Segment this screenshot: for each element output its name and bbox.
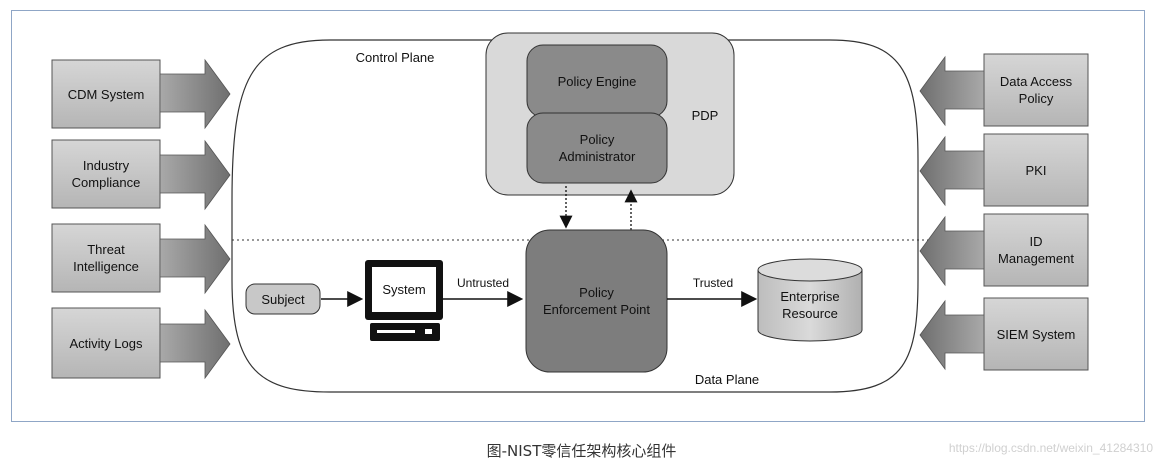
policy-engine-label: Policy Engine (557, 73, 637, 89)
left-input-cdm-label: CDM System (67, 86, 145, 102)
left-box-activity (51, 307, 161, 379)
computer-icon (365, 260, 443, 341)
right-arrow-1 (919, 55, 985, 127)
left-box-threat (51, 223, 161, 293)
right-inputs (919, 53, 1089, 371)
policy-administrator-label: Policy Administrator (558, 132, 636, 164)
right-input-data-access-label: Data Access Policy (999, 74, 1073, 106)
left-input-activity-label: Activity Logs (69, 335, 143, 351)
right-box-id (983, 213, 1089, 287)
pep-label: Policy Enforcement Point (543, 285, 650, 317)
data-plane-label: Data Plane (694, 371, 760, 387)
left-arrow-4 (159, 308, 231, 380)
untrusted-label: Untrusted (456, 275, 510, 290)
left-inputs (51, 58, 231, 380)
left-box-industry (51, 139, 161, 209)
right-arrow-2 (919, 135, 985, 207)
right-box-siem (983, 297, 1089, 371)
subject-label: Subject (261, 291, 305, 307)
left-arrow-2 (159, 139, 231, 211)
left-box-cdm (51, 59, 161, 129)
right-box-pki (983, 133, 1089, 207)
system-label: System (382, 282, 426, 297)
right-input-pki-label: PKI (1025, 162, 1047, 178)
left-arrow-3 (159, 223, 231, 295)
watermark-url: https://blog.csdn.net/weixin_41284310 (948, 441, 1153, 455)
right-input-siem-label: SIEM System (996, 326, 1076, 342)
policy-administrator-box (526, 112, 668, 184)
enterprise-resource-label: Enterprise Resource (780, 289, 840, 321)
left-arrow-1 (159, 58, 231, 130)
pep-box (525, 229, 668, 373)
right-arrow-4 (919, 299, 985, 371)
control-plane-label: Control Plane (355, 49, 435, 65)
left-input-industry-label: Industry Compliance (71, 158, 141, 190)
enterprise-resource-cylinder (757, 258, 863, 342)
right-arrow-3 (919, 215, 985, 287)
trusted-label: Trusted (692, 275, 734, 290)
right-box-data-access (983, 53, 1089, 127)
right-input-id-label: ID Management (998, 234, 1074, 266)
subject-box (245, 283, 321, 315)
pdp-label: PDP (691, 107, 719, 123)
figure-caption: 图-NIST零信任架构核心组件 (486, 442, 677, 460)
left-input-threat-label: Threat Intelligence (73, 242, 139, 274)
